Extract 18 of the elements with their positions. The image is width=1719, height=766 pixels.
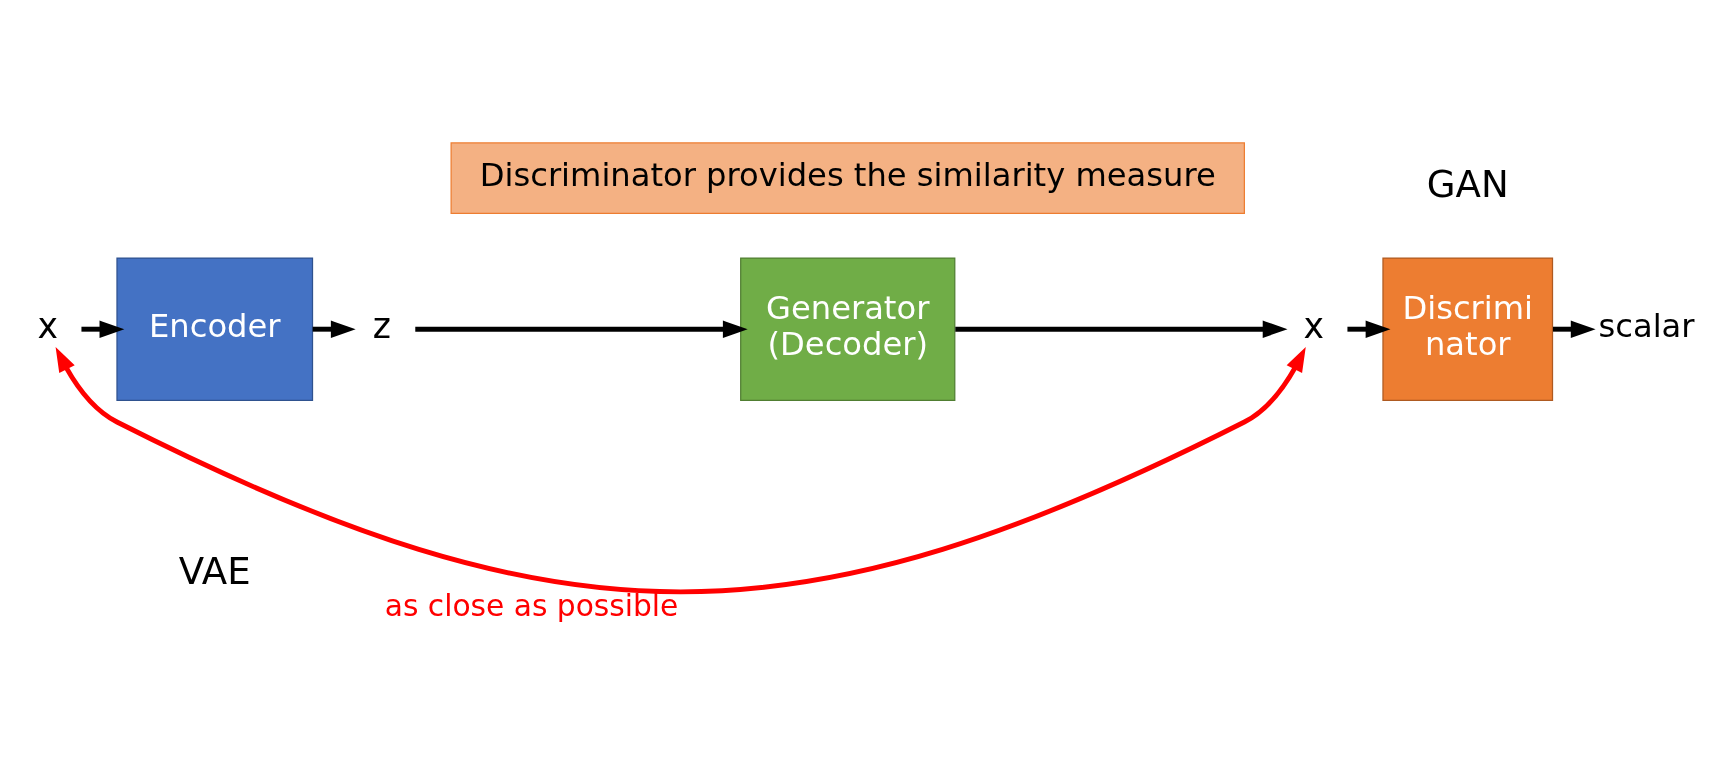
node-text: scalar	[1598, 306, 1695, 345]
node-box: Discrimi nator	[1382, 256, 1554, 401]
label: VAE	[178, 549, 251, 593]
arrow	[55, 346, 1306, 594]
node-text: x	[1303, 305, 1324, 346]
edge-label: as close as possible	[384, 587, 679, 623]
node-box: Discriminator provides the similarity measure	[450, 141, 1245, 214]
arrow	[1553, 320, 1596, 338]
node-text: x	[37, 305, 58, 346]
arrow	[415, 320, 748, 338]
node-box: Encoder	[116, 256, 314, 401]
label: GAN	[1426, 162, 1509, 206]
node-text: z	[372, 305, 391, 346]
arrow	[1347, 320, 1391, 338]
arrow	[81, 320, 125, 338]
arrow	[955, 320, 1288, 338]
node-box: Generator (Decoder)	[740, 256, 956, 401]
arrow	[312, 320, 356, 338]
